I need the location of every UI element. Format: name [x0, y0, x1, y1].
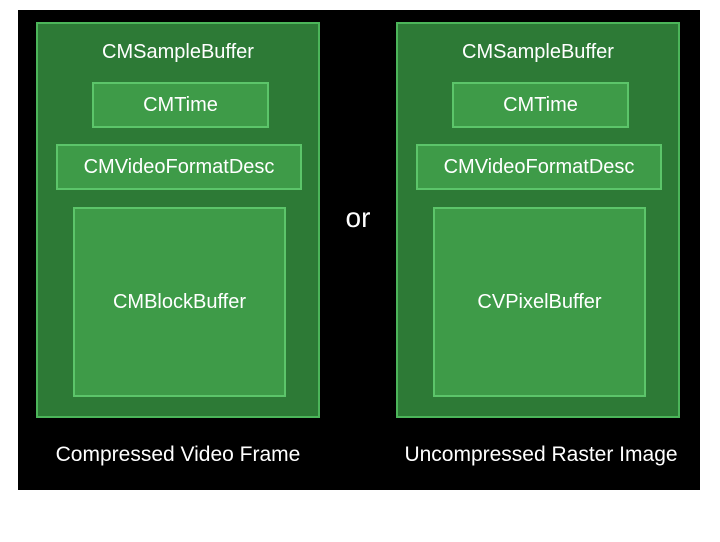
pixel-buffer-box: CVPixelBuffer: [433, 207, 646, 397]
caption-uncompressed: Uncompressed Raster Image: [404, 443, 678, 466]
sample-buffer-box-uncompressed: CMSampleBuffer CMTime CMVideoFormatDesc …: [396, 22, 680, 418]
sample-buffer-box-compressed: CMSampleBuffer CMTime CMVideoFormatDesc …: [36, 22, 320, 418]
or-separator: or: [345, 202, 371, 233]
block-buffer-box: CMBlockBuffer: [73, 207, 286, 397]
format-desc-box: CMVideoFormatDesc: [56, 144, 302, 190]
caption-compressed: Compressed Video Frame: [55, 443, 301, 466]
sample-buffer-title: CMSampleBuffer: [462, 41, 614, 63]
time-box: CMTime: [452, 82, 629, 128]
format-desc-box: CMVideoFormatDesc: [416, 144, 662, 190]
sample-buffer-title: CMSampleBuffer: [102, 41, 254, 63]
time-box: CMTime: [92, 82, 269, 128]
diagram-slide: CMSampleBuffer CMTime CMVideoFormatDesc …: [18, 10, 700, 490]
